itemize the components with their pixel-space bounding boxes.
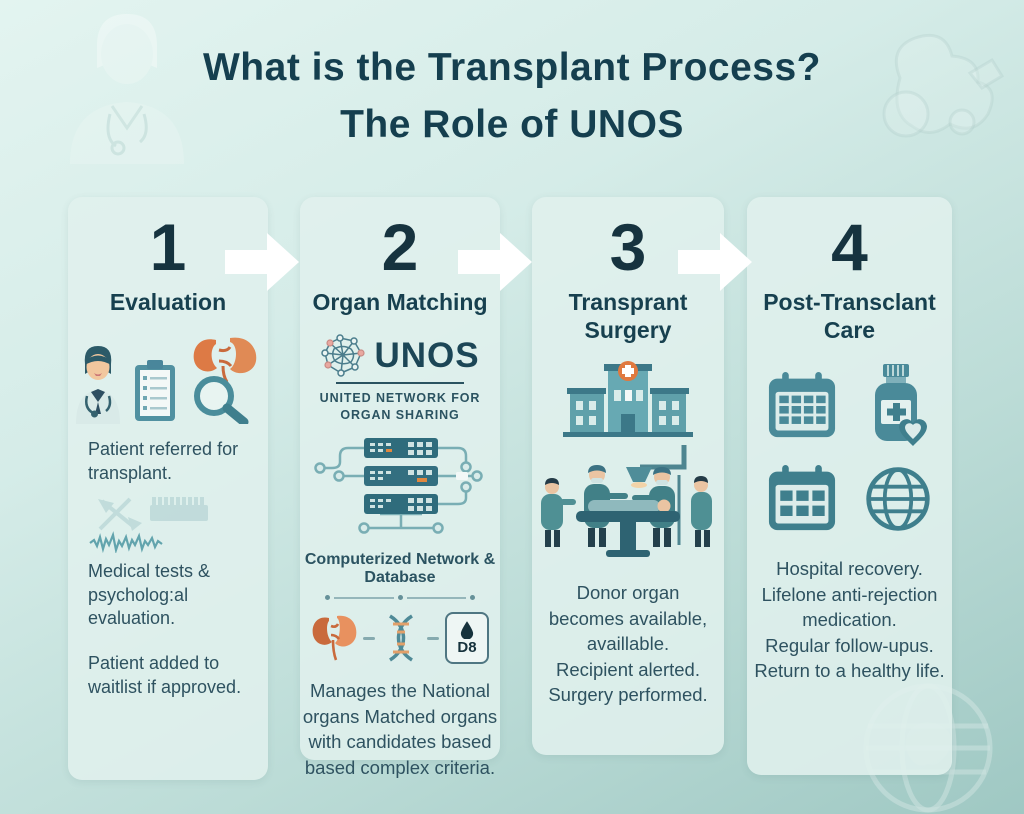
step-panel-evaluation: 1 Evaluation bbox=[68, 197, 268, 780]
server-network-graphic bbox=[300, 434, 500, 547]
step-title: Transprant Surgery bbox=[568, 289, 688, 344]
step-panel-transplant-surgery: 3 Transprant Surgery bbox=[532, 197, 724, 755]
arrow-right-icon bbox=[458, 233, 532, 291]
dna-icon bbox=[388, 614, 414, 662]
page-title: What is the Transplant Process? The Role… bbox=[0, 40, 1024, 153]
care-icon-grid bbox=[747, 364, 952, 534]
unos-divider bbox=[336, 382, 464, 385]
step-title: Organ Matching bbox=[312, 289, 488, 316]
unos-logo: UNOS bbox=[300, 332, 500, 378]
step-panel-organ-matching: 2 Organ Matching UNOS bbox=[300, 197, 500, 778]
network-caption: Computerized Network & Database bbox=[304, 551, 496, 587]
operating-room-icon bbox=[541, 445, 712, 558]
surgery-text: Donor organ becomes available, availlabl… bbox=[548, 582, 708, 706]
hospital-graphic bbox=[532, 358, 724, 443]
organ-matching-text: Manages the National organs Matched orga… bbox=[302, 680, 498, 778]
care-text: Hospital recovery. Lifelone anti-rejecti… bbox=[754, 558, 945, 682]
kidney-icon bbox=[312, 615, 357, 661]
page-title-line2: The Role of UNOS bbox=[340, 102, 684, 146]
surgery-graphic bbox=[532, 445, 724, 570]
page-title-line1: What is the Transplant Process? bbox=[203, 46, 821, 89]
connector-dash bbox=[427, 636, 439, 640]
doctor-icon bbox=[76, 346, 120, 425]
step-number: 1 bbox=[149, 210, 187, 284]
unos-name: UNOS bbox=[374, 335, 480, 375]
step-title: Evaluation bbox=[109, 289, 227, 316]
calendar-icon bbox=[768, 372, 835, 438]
evaluation-text-2: Medical tests & psycholog:al evaluation. bbox=[88, 561, 211, 628]
evaluation-text-3: Patient added to waitlist if approved. bbox=[88, 653, 242, 697]
blood-type-label: D8 bbox=[457, 639, 477, 657]
matching-criteria-row: D8 bbox=[300, 612, 500, 665]
evaluation-text-1: Patient referred for transplant. bbox=[88, 439, 239, 483]
calendar-icon bbox=[768, 465, 835, 531]
evaluation-icon-row bbox=[68, 336, 268, 425]
arrow-right-icon bbox=[225, 233, 299, 291]
evaluation-decoration bbox=[88, 493, 268, 558]
step-title: Post-Transclant Care bbox=[763, 289, 936, 344]
unos-network-icon bbox=[321, 334, 366, 378]
step-number: 2 bbox=[381, 210, 419, 284]
step-panel-post-transplant-care: 4 Post-Transclant Care bbox=[747, 197, 952, 775]
server-network-icon bbox=[314, 438, 483, 534]
globe-icon bbox=[865, 467, 930, 532]
step-number: 3 bbox=[609, 210, 647, 284]
blood-drop-icon bbox=[460, 621, 474, 640]
step-number: 4 bbox=[831, 210, 868, 284]
kidney-magnifier-icon bbox=[193, 337, 257, 425]
connector-dash bbox=[363, 636, 375, 640]
clipboard-checklist-icon bbox=[135, 360, 175, 422]
hospital-icon bbox=[563, 361, 693, 438]
dot-divider bbox=[325, 595, 475, 601]
arrow-right-icon bbox=[678, 233, 752, 291]
blood-type-card-icon: D8 bbox=[445, 612, 489, 665]
unos-subtitle: UNITED NETWORK FOR ORGAN SHARING bbox=[319, 391, 481, 423]
medication-bottle-heart-icon bbox=[874, 364, 927, 447]
